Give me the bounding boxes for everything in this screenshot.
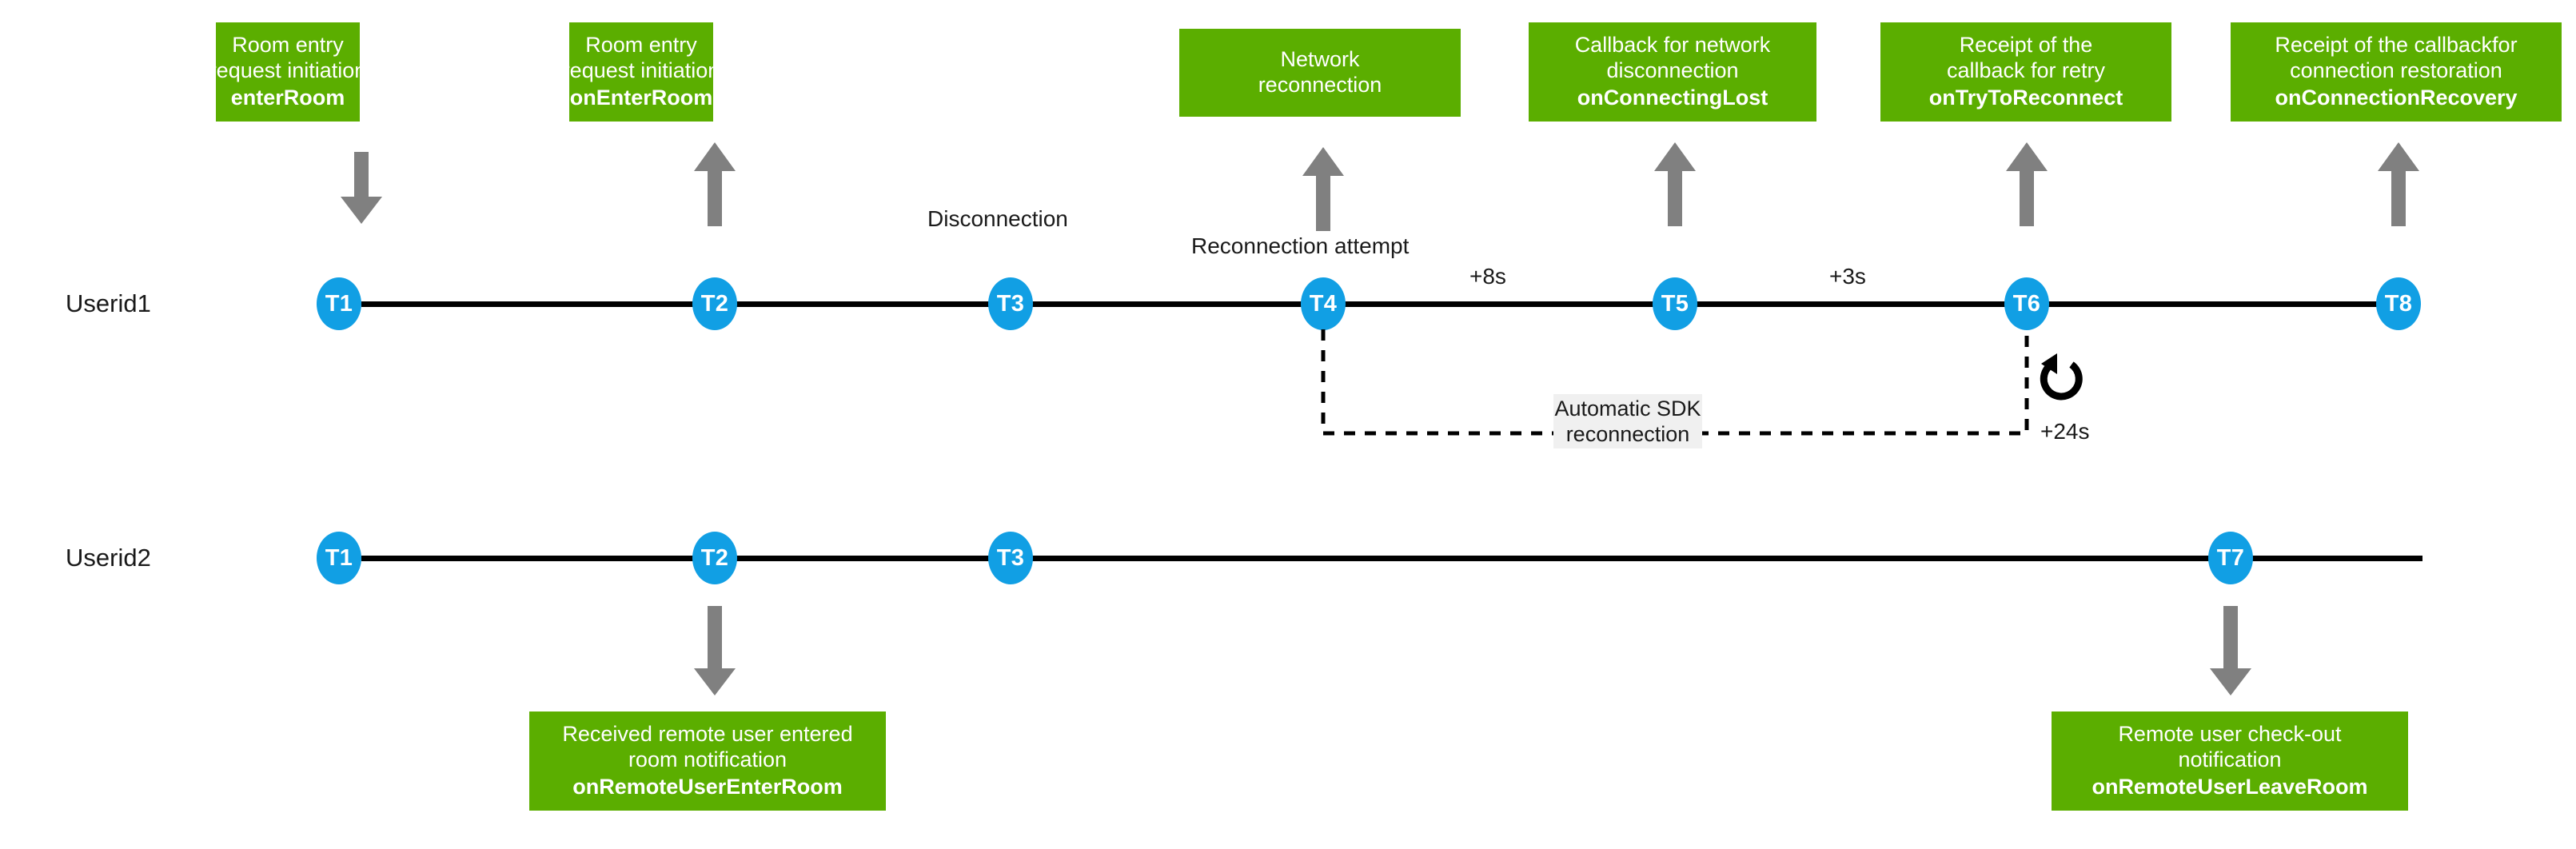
callout-api-name: enterRoom (230, 85, 345, 110)
node-userid1-t4[interactable]: T4 (1301, 277, 1346, 330)
dashed-reconnection-bracket (1311, 329, 2039, 441)
arrow-up-to-network-reconnection (1299, 147, 1347, 231)
arrow-up-to-on-try-to-reconnect (2003, 142, 2051, 226)
arrow-up-to-on-enter-room (691, 142, 739, 226)
node-userid2-t7[interactable]: T7 (2208, 532, 2253, 584)
node-userid1-t6[interactable]: T6 (2004, 277, 2049, 330)
callout-on-enter-room: Room entry request initiation onEnterRoo… (563, 22, 720, 122)
callout-network-reconnection: Network reconnection (1179, 29, 1461, 117)
sdk-label-line-1: Automatic SDK (1554, 396, 1701, 421)
delta-label-t5-t6: +3s (1829, 264, 1866, 289)
arrow-down-to-t1 (337, 152, 385, 224)
callout-line-2: room notification (628, 747, 788, 772)
delta-label-t4-t5: +8s (1469, 264, 1506, 289)
arrow-up-to-on-connecting-lost (1651, 142, 1699, 226)
node-userid1-t5[interactable]: T5 (1653, 277, 1697, 330)
arrow-down-to-on-remote-user-leave-room (2207, 606, 2255, 696)
row-label-userid1: Userid1 (66, 289, 151, 317)
row-label-userid2: Userid2 (66, 544, 151, 572)
callout-line-1: Receipt of the callbackfor (2275, 33, 2518, 58)
node-userid2-t3[interactable]: T3 (988, 532, 1033, 584)
callout-line-1: Received remote user entered (562, 722, 853, 747)
callout-line-2: request initiation (562, 58, 720, 83)
callout-api-name: onTryToReconnect (1928, 85, 2123, 110)
arrow-down-to-on-remote-user-enter-room (691, 606, 739, 696)
callout-line-2: callback for retry (1946, 58, 2106, 83)
callout-on-connection-recovery: Receipt of the callbackfor connection re… (2231, 22, 2562, 122)
callout-line-2: reconnection (1258, 73, 1382, 97)
node-userid1-t8[interactable]: T8 (2376, 277, 2421, 330)
callout-on-remote-user-enter-room: Received remote user entered room notifi… (529, 711, 886, 811)
callout-api-name: onRemoteUserLeaveRoom (2092, 774, 2368, 799)
arrow-up-to-on-connection-recovery (2375, 142, 2422, 226)
callout-line-2: request initiation (209, 58, 367, 83)
node-userid2-t1[interactable]: T1 (317, 532, 361, 584)
delta-label-total: +24s (2040, 419, 2090, 444)
callout-api-name: onConnectingLost (1577, 85, 1769, 110)
sdk-reconnection-label: Automatic SDK reconnection (1553, 394, 1702, 448)
callout-on-remote-user-leave-room: Remote user check-out notification onRem… (2052, 711, 2408, 811)
sdk-label-line-2: reconnection (1565, 422, 1690, 446)
node-userid2-t2[interactable]: T2 (692, 532, 737, 584)
callout-line-1: Receipt of the (1959, 33, 2093, 58)
callout-line-1: Network (1280, 47, 1360, 72)
callout-line-1: Remote user check-out (2118, 722, 2342, 747)
callout-api-name: onRemoteUserEnterRoom (572, 774, 843, 799)
node-userid1-t2[interactable]: T2 (692, 277, 737, 330)
timeline-userid1 (361, 301, 2400, 307)
callout-api-name: onConnectionRecovery (2275, 85, 2518, 110)
node-userid1-t3[interactable]: T3 (988, 277, 1033, 330)
node-userid1-t1[interactable]: T1 (317, 277, 361, 330)
callout-line-2: disconnection (1606, 58, 1739, 83)
note-disconnection: Disconnection (927, 206, 1068, 231)
callout-line-2: notification (2178, 747, 2282, 772)
callout-line-1: Callback for network (1574, 33, 1771, 58)
timeline-userid2 (361, 556, 2422, 561)
callout-enter-room: Room entry request initiation enterRoom (209, 22, 366, 122)
callout-api-name: onEnterRoom (569, 85, 713, 110)
callout-on-connecting-lost: Callback for network disconnection onCon… (1529, 22, 1816, 122)
callout-line-2: connection restoration (2290, 58, 2502, 83)
callout-line-1: Room entry (232, 33, 344, 58)
callout-line-1: Room entry (585, 33, 697, 58)
refresh-loop-icon (2033, 352, 2088, 406)
callout-on-try-to-reconnect: Receipt of the callback for retry onTryT… (1880, 22, 2171, 122)
note-reconnection-attempt: Reconnection attempt (1191, 233, 1410, 258)
